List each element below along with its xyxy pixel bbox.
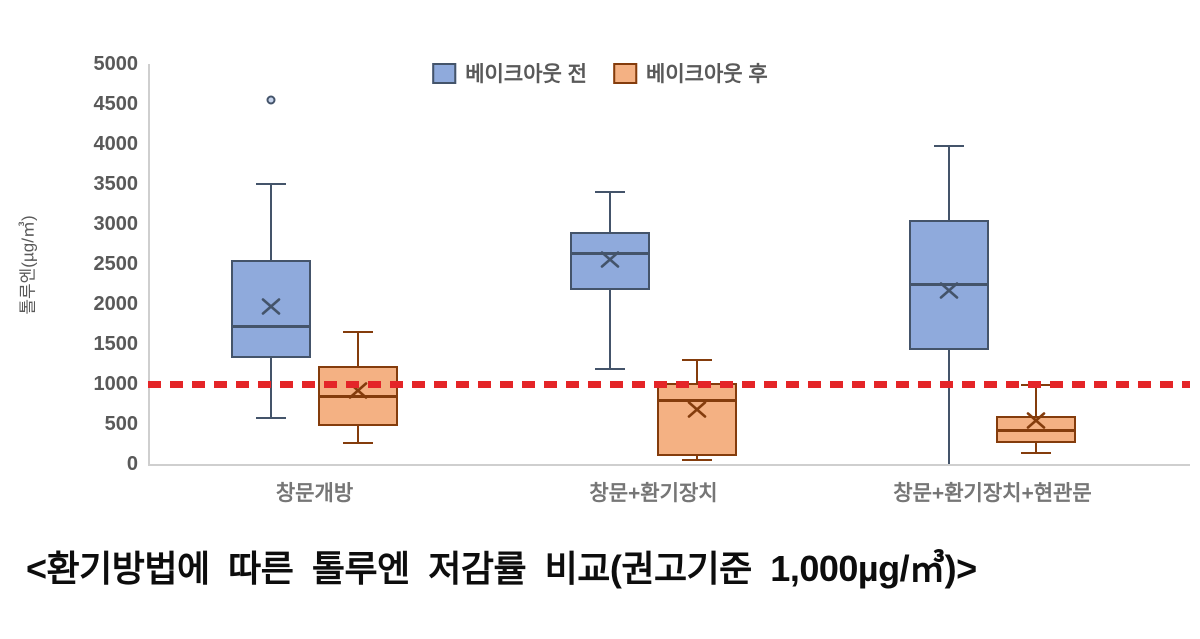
box-before-1-median-line <box>231 324 311 328</box>
box-before-2-mean-marker-icon <box>598 249 622 274</box>
box-before-2-min-cap <box>595 367 625 370</box>
box-before-1-upper-whisker <box>270 184 272 260</box>
box-after-2-upper-whisker <box>696 360 698 384</box>
legend-swatch-icon <box>613 62 637 84</box>
box-after-1-max-cap <box>343 331 373 333</box>
box-before-3-median-line <box>909 282 989 286</box>
legend-label: 베이크아웃 후 <box>646 63 768 86</box>
box-after-3-lower-whisker <box>1035 443 1037 453</box>
box-before-1-lower-whisker <box>270 358 272 418</box>
box-after-3-min-cap <box>1021 451 1051 454</box>
x-category-label: 창문+환기장치+현관문 <box>893 482 1092 505</box>
y-tick-label: 2500 <box>93 253 139 275</box>
reference-line <box>148 380 1190 388</box>
legend-item: 베이크아웃 전 <box>432 58 587 88</box>
x-category-label: 창문개방 <box>275 482 354 505</box>
box-after-3-mean-marker-icon <box>1024 411 1048 436</box>
box-before-2-upper-whisker <box>609 192 611 232</box>
box-before-1 <box>231 260 311 359</box>
box-after-2-lower-whisker <box>696 456 698 460</box>
box-before-1-min-cap <box>256 416 286 419</box>
box-before-2 <box>570 232 650 291</box>
box-after-3-upper-whisker <box>1035 384 1037 416</box>
y-axis-line <box>148 64 150 464</box>
figure-caption: <환기방법에 따른 톨루엔 저감률 비교(권고기준 1,000µg/㎥)> <box>26 548 977 589</box>
box-before-3-mean-marker-icon <box>937 280 961 305</box>
y-tick-label: 500 <box>104 413 138 435</box>
y-axis-title: 톨루엔(µg/㎥) <box>18 215 38 315</box>
x-axis-line <box>148 464 1190 466</box>
box-before-2-median-line <box>570 252 650 256</box>
box-after-1-median-line <box>318 394 398 398</box>
box-before-3-max-cap <box>934 144 964 147</box>
box-after-1-lower-whisker <box>357 426 359 444</box>
box-after-1-upper-whisker <box>357 332 359 367</box>
y-tick-label: 5000 <box>93 53 139 75</box>
box-before-1-outlier-point <box>266 95 276 105</box>
box-before-1-max-cap <box>256 183 286 185</box>
box-after-3-median-line <box>996 428 1076 432</box>
legend-item: 베이크아웃 후 <box>613 58 768 88</box>
box-after-2-min-cap <box>682 459 712 461</box>
box-before-3-lower-whisker <box>948 350 950 464</box>
box-after-2-median-line <box>657 399 737 403</box>
box-after-1-min-cap <box>343 442 373 445</box>
y-tick-label: 3500 <box>93 173 139 195</box>
box-after-2-mean-marker-icon <box>685 400 709 425</box>
y-tick-label: 4000 <box>93 133 139 155</box>
y-tick-label: 1000 <box>93 373 139 395</box>
legend: 베이크아웃 전 베이크아웃 후 <box>432 58 768 88</box>
box-before-3-upper-whisker <box>948 145 950 220</box>
legend-label: 베이크아웃 전 <box>465 63 587 86</box>
y-tick-label: 4500 <box>93 93 139 115</box>
y-tick-label: 2000 <box>93 293 139 315</box>
y-tick-label: 3000 <box>93 213 139 235</box>
y-tick-label: 0 <box>126 453 138 475</box>
box-after-2-max-cap <box>682 359 712 361</box>
box-before-2-lower-whisker <box>609 290 611 369</box>
y-tick-label: 1500 <box>93 333 139 355</box>
box-before-1-mean-marker-icon <box>259 296 283 321</box>
legend-swatch-icon <box>432 62 457 84</box>
x-category-label: 창문+환기장치 <box>589 482 718 505</box>
box-before-2-max-cap <box>595 191 625 193</box>
